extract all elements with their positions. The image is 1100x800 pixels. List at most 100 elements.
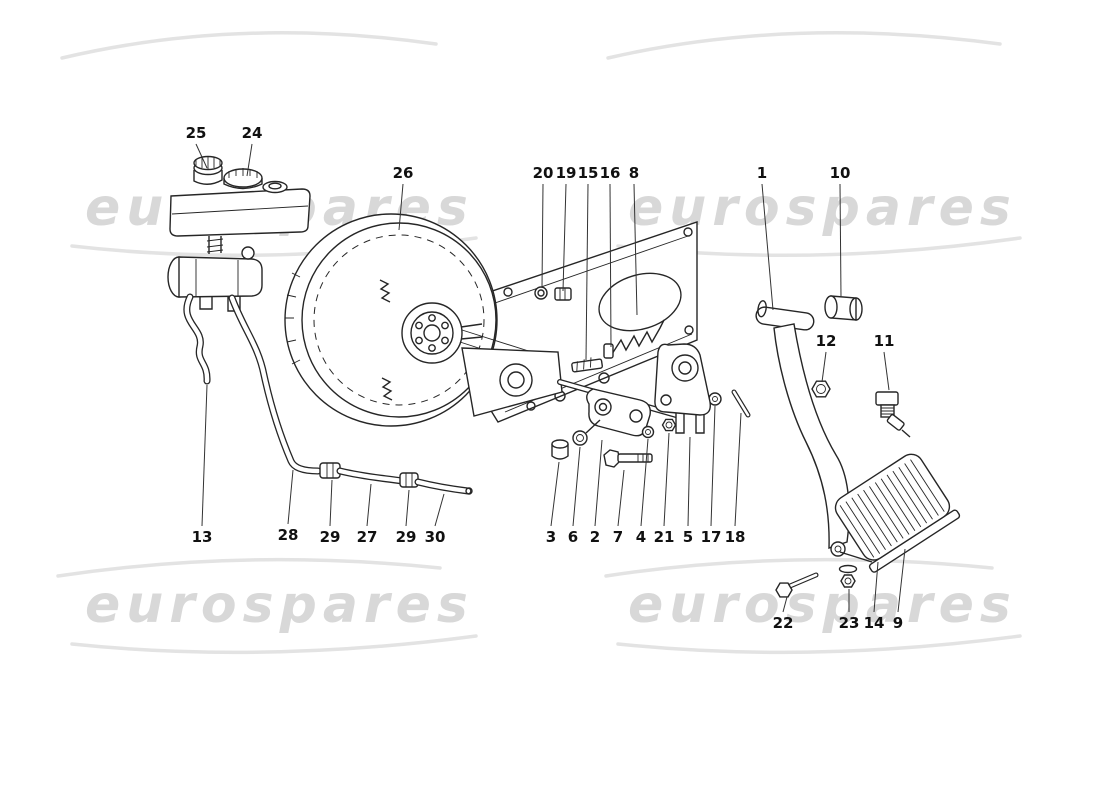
bolt-22 — [775, 572, 819, 598]
callout-13: 13 — [192, 528, 213, 546]
pedal-bracket — [654, 343, 711, 416]
leader-line-29 — [329, 479, 333, 527]
watermark-swoosh — [60, 31, 438, 60]
brake-hose-30 — [414, 478, 473, 495]
watermark-text: eurospares — [628, 575, 1017, 635]
bolt-7 — [603, 449, 653, 468]
spacer-19 — [554, 287, 572, 301]
callout-26: 26 — [393, 164, 414, 182]
callout-12: 12 — [816, 332, 837, 350]
booster-face-spring — [381, 377, 393, 401]
callout-24: 24 — [242, 124, 263, 142]
leader-line-28 — [287, 469, 294, 525]
watermark-swoosh — [604, 557, 994, 578]
nut-12 — [811, 380, 831, 398]
callout-27: 27 — [357, 528, 378, 546]
leader-line-3 — [550, 461, 560, 527]
callout-29: 29 — [320, 528, 341, 546]
pedal-pad-9 — [834, 453, 961, 573]
leader-line-21 — [663, 432, 670, 527]
leader-line-2 — [594, 439, 603, 527]
master-cylinder — [167, 246, 263, 312]
brake-booster — [284, 213, 498, 427]
leader-line-15 — [585, 183, 589, 361]
leader-line-14 — [873, 561, 879, 613]
leader-line-29 — [405, 489, 410, 527]
threaded-pin-15 — [571, 357, 603, 373]
callout-10: 10 — [830, 164, 851, 182]
callout-22: 22 — [773, 614, 794, 632]
booster-hub — [401, 302, 483, 364]
hose-union-29b — [399, 472, 419, 488]
leader-line-25 — [195, 143, 208, 169]
leader-line-12 — [821, 351, 827, 383]
brake-pedal-lever-1 — [773, 323, 873, 563]
callout-20: 20 — [533, 164, 554, 182]
watermark-swoosh — [70, 634, 478, 655]
support-bracket — [461, 347, 563, 417]
reservoir-cap-25 — [193, 155, 223, 185]
leader-line-7 — [617, 469, 625, 527]
leader-line-4 — [640, 438, 649, 527]
watermark-swoosh — [606, 31, 1002, 60]
callout-29: 29 — [396, 528, 417, 546]
callout-7: 7 — [613, 528, 623, 546]
callout-8: 8 — [629, 164, 639, 182]
bushing-10 — [824, 295, 863, 321]
nut-23 — [838, 564, 858, 588]
pin-16 — [603, 343, 614, 359]
brake-hose-28 — [228, 294, 322, 475]
watermark-layer: eurospares eurospares eurospares eurospa… — [56, 31, 1022, 655]
callout-30: 30 — [425, 528, 446, 546]
leader-line-19 — [562, 183, 567, 292]
callout-2: 2 — [590, 528, 600, 546]
nut-21 — [661, 418, 677, 432]
reservoir-cap-small — [262, 180, 288, 194]
callout-25: 25 — [186, 124, 207, 142]
callout-23: 23 — [839, 614, 860, 632]
leader-line-11 — [883, 351, 890, 391]
leader-line-17 — [710, 405, 716, 527]
brake-hose-13 — [183, 293, 211, 385]
leader-line-16 — [609, 183, 612, 348]
watermark-text: eurospares — [85, 575, 474, 635]
washer-4 — [641, 425, 655, 439]
callout-5: 5 — [683, 528, 693, 546]
booster-face-spring — [379, 279, 391, 303]
callout-28: 28 — [278, 526, 299, 544]
callout-1: 1 — [757, 164, 767, 182]
leader-line-10 — [839, 183, 842, 298]
spring-8 — [611, 319, 665, 355]
callout-11: 11 — [874, 332, 895, 350]
leader-line-1 — [761, 183, 774, 311]
callout-6: 6 — [568, 528, 578, 546]
leader-line-5 — [687, 436, 691, 527]
callout-16: 16 — [600, 164, 621, 182]
callout-4: 4 — [636, 528, 646, 546]
leader-line-6 — [572, 446, 581, 527]
callout-9: 9 — [893, 614, 903, 632]
cap-nut-3 — [551, 439, 569, 460]
bolt-6 — [572, 419, 601, 446]
lever-plate-2 — [586, 388, 651, 437]
reservoir-outlet — [206, 236, 224, 254]
watermark-swoosh — [56, 557, 442, 578]
callout-14: 14 — [864, 614, 885, 632]
leader-line-20 — [541, 183, 544, 289]
callout-18: 18 — [725, 528, 746, 546]
callout-15: 15 — [578, 164, 599, 182]
watermark-swoosh — [616, 634, 1022, 655]
leader-line-22 — [782, 596, 788, 613]
leader-line-18 — [734, 412, 742, 527]
ring-20 — [534, 286, 548, 300]
callout-19: 19 — [556, 164, 577, 182]
fluid-reservoir — [169, 155, 311, 254]
pin-18 — [731, 389, 751, 418]
callout-17: 17 — [701, 528, 722, 546]
leader-line-13 — [201, 384, 208, 527]
leader-line-26 — [398, 183, 404, 231]
leader-line-24 — [246, 143, 253, 177]
